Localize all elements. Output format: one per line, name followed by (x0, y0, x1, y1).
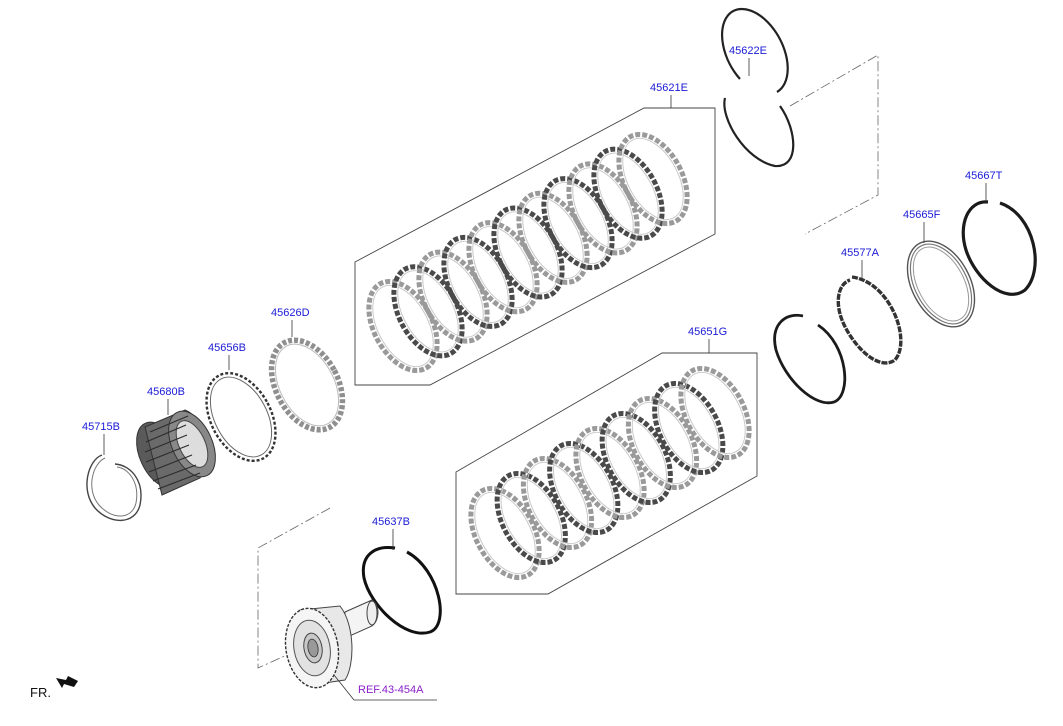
carrier-assembly (284, 599, 379, 689)
upper-plate-inner (572, 167, 634, 250)
snap-ring-45667T (961, 200, 1037, 296)
snap-ring-45715B (86, 454, 142, 522)
clutch-pack-45621E (354, 107, 716, 386)
hub-45680B (136, 409, 216, 496)
snap-ring-45577A (836, 275, 903, 365)
alignment-lines (257, 54, 879, 669)
part-labels: 45622E 45621E 45667T 45665F 45577A 45626… (82, 45, 1003, 696)
lower-plate (678, 365, 752, 461)
label-45621E: 45621E (650, 82, 688, 94)
upper-plate-inner (522, 196, 584, 279)
lower-plate-inner (526, 461, 589, 545)
snap-ring-45637B (361, 545, 442, 635)
label-45656B: 45656B (208, 342, 246, 354)
upper-plate-inner (422, 255, 484, 338)
upper-plate (616, 131, 690, 227)
label-45715B: 45715B (82, 421, 120, 433)
snap-ring-unlabeled-right (773, 313, 847, 405)
plate-45656B (205, 371, 277, 463)
label-45626D: 45626D (271, 307, 310, 319)
label-45651G: 45651G (688, 326, 727, 338)
upper-plate-inner (472, 226, 534, 309)
lower-plate-inner (579, 431, 641, 515)
leader-lines (103, 58, 987, 701)
lower-plate-inner (500, 476, 562, 560)
frame-45651G (455, 352, 758, 595)
seal-ring-45665F (906, 240, 976, 328)
lower-plate-inner (631, 401, 694, 485)
frame-45621E (354, 107, 716, 386)
lower-plate-inner (605, 416, 667, 500)
label-45577A: 45577A (841, 247, 880, 259)
lower-plate-inner (684, 371, 746, 455)
plate-45626D (268, 337, 346, 433)
label-45637B: 45637B (372, 516, 410, 528)
label-45667T: 45667T (965, 170, 1003, 182)
upper-plate-inner (497, 211, 559, 294)
upper-plate-inner (622, 137, 684, 221)
upper-plate-inner (547, 182, 609, 265)
label-45680B: 45680B (147, 386, 185, 398)
clutch-pack-45651G (455, 352, 758, 595)
upper-plate-inner (597, 152, 659, 235)
label-45665F: 45665F (903, 209, 941, 221)
upper-plate (591, 146, 665, 241)
front-label: FR. (30, 685, 51, 700)
front-indicator: FR. (30, 676, 78, 700)
upper-plate-inner (372, 284, 434, 368)
reference-link[interactable]: REF.43-454A (358, 684, 424, 696)
lower-plate-inner (658, 386, 720, 470)
upper-plate-inner (447, 240, 509, 323)
snap-ring-45622E (720, 7, 795, 168)
lower-plate (652, 380, 726, 476)
arrow-down-left-icon (56, 676, 78, 688)
lower-plate-inner (553, 446, 615, 530)
upper-plate-inner (397, 270, 459, 353)
lower-plate-inner (474, 491, 536, 575)
label-45622E: 45622E (729, 45, 767, 57)
